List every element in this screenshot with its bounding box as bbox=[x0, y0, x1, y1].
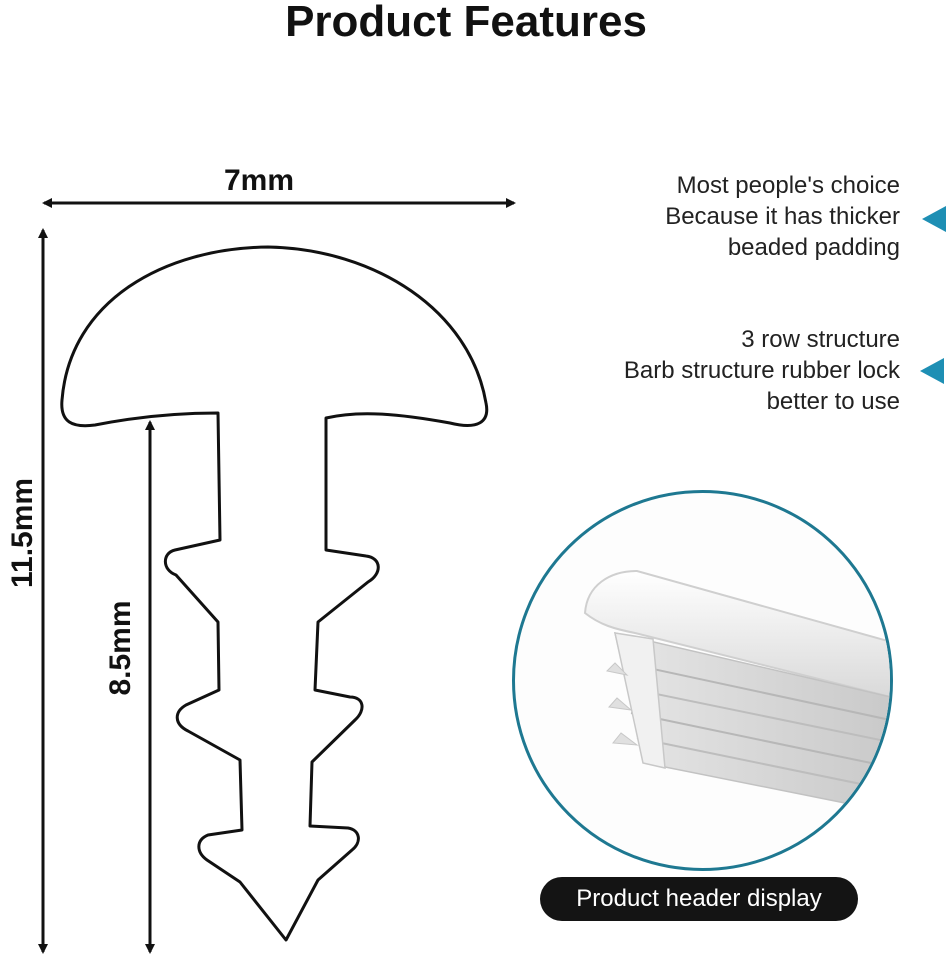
feature-line: better to use bbox=[766, 388, 900, 415]
feature-line: 3 row structure bbox=[741, 326, 900, 353]
rubber-strip-illustration bbox=[583, 569, 890, 813]
feature-line: Because it has thicker bbox=[665, 203, 900, 230]
feature-line: Most people's choice bbox=[676, 172, 900, 199]
page-title: Product Features bbox=[285, 0, 647, 46]
t-profile-outline bbox=[60, 245, 489, 942]
product-header-photo bbox=[512, 490, 893, 871]
feature-thick-padding: Most people's choice Because it has thic… bbox=[665, 170, 900, 263]
height-label: 11.5mm bbox=[6, 477, 39, 588]
feature-line: beaded padding bbox=[727, 234, 900, 261]
left-triangle-icon bbox=[920, 358, 944, 384]
width-label: 7mm bbox=[224, 164, 295, 197]
feature-line: Barb structure rubber lock bbox=[623, 357, 900, 384]
left-triangle-icon bbox=[922, 206, 946, 232]
product-header-caption: Product header display bbox=[540, 877, 858, 921]
inner-length-label: 8.5mm bbox=[104, 600, 137, 696]
feature-barb-structure: 3 row structure Barb structure rubber lo… bbox=[624, 324, 900, 417]
